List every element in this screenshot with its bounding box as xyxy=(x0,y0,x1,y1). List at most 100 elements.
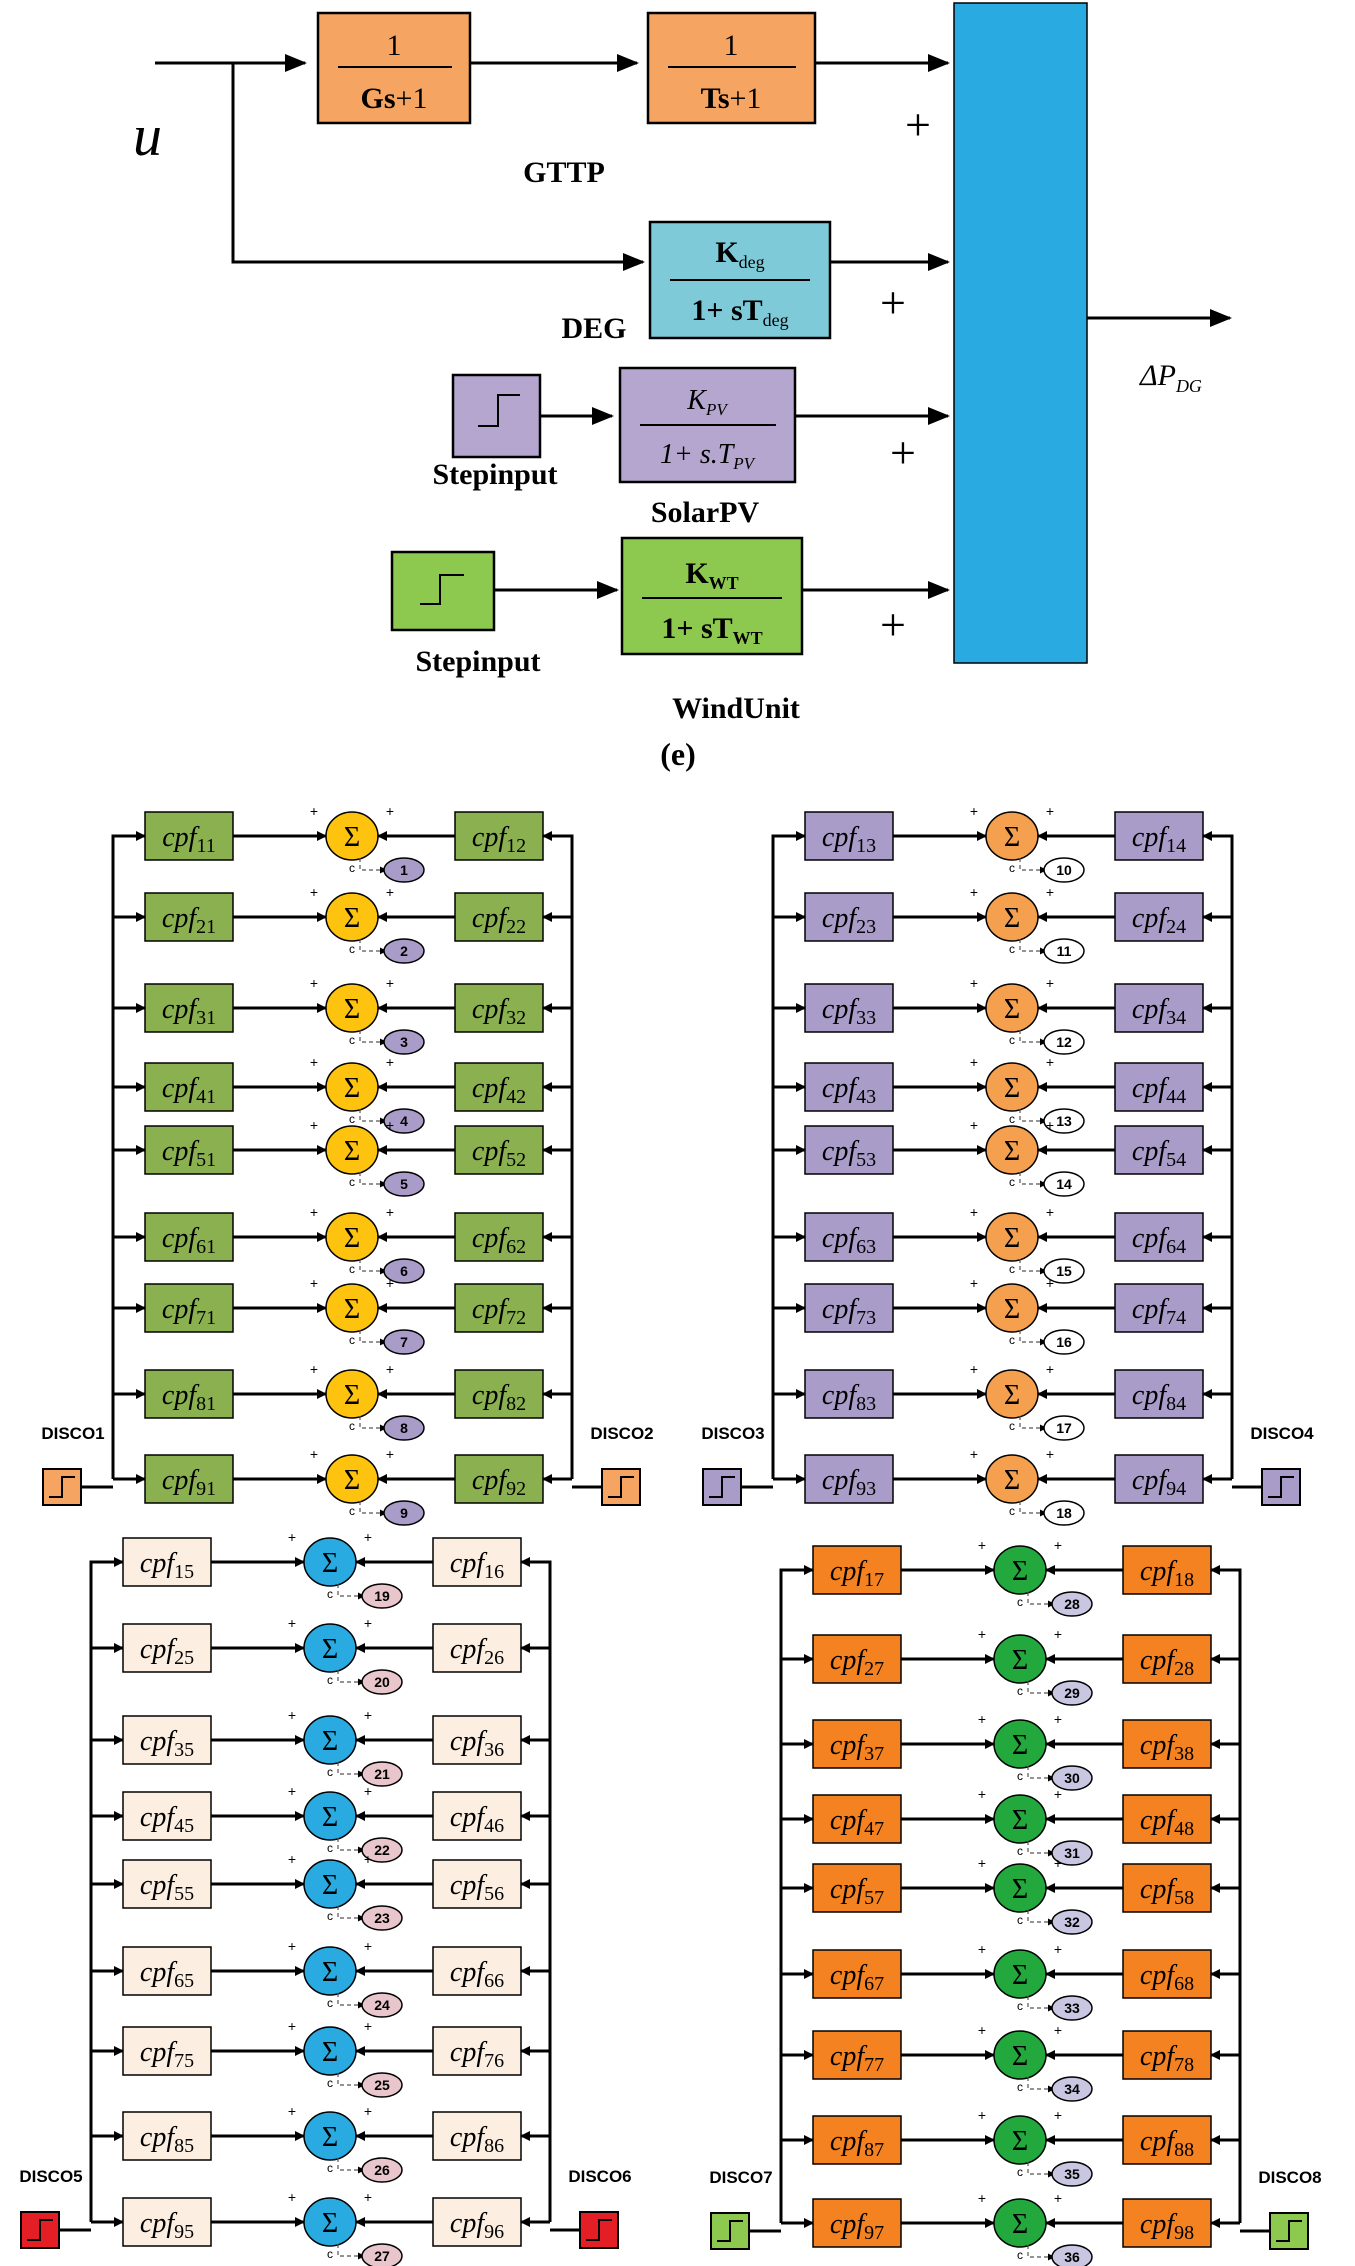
cpf-block-left xyxy=(812,1545,902,1595)
sum-junction xyxy=(303,1537,357,1587)
cpf-block-right xyxy=(1114,1062,1204,1112)
plus-right: + xyxy=(364,1615,372,1631)
output-port xyxy=(361,2243,403,2266)
output-port-number: 23 xyxy=(374,1910,390,1926)
c-label: c xyxy=(1009,1504,1015,1518)
disco-right-label: DISCO8 xyxy=(1258,2168,1321,2187)
sum-junction xyxy=(325,983,379,1033)
wind-unit-block xyxy=(620,536,804,656)
cpf-block-left xyxy=(804,1212,894,1262)
output-port-number: 25 xyxy=(374,2077,390,2093)
cpf-block-right xyxy=(432,2111,522,2161)
plus-right: + xyxy=(1046,1361,1054,1377)
sum-junction xyxy=(993,1794,1047,1844)
cpf-block-right xyxy=(432,1946,522,1996)
gttp-block-2-den: Ts+1 xyxy=(701,82,762,115)
plus-left: + xyxy=(970,1361,978,1377)
plus-left: + xyxy=(978,1855,986,1871)
cpf-block-left xyxy=(122,1859,212,1909)
cpf-right-label: cpf86 xyxy=(450,2122,504,2157)
cpf-block-right xyxy=(1122,1949,1212,1999)
plus-right: + xyxy=(364,1783,372,1799)
sum-junction xyxy=(993,1545,1047,1595)
plus-left: + xyxy=(310,1204,318,1220)
cpf-right-label: cpf44 xyxy=(1132,1073,1186,1108)
gttp-label: GTTP xyxy=(523,156,605,189)
cpf-block-right xyxy=(1122,2115,1212,2165)
cpf-block-left xyxy=(122,2111,212,2161)
cpf-left-label: cpf81 xyxy=(162,1380,216,1415)
disco-right-label: DISCO4 xyxy=(1250,1424,1314,1443)
output-port xyxy=(361,1669,403,1695)
sum-junction xyxy=(303,1623,357,1673)
output-port xyxy=(1051,1909,1093,1935)
output-port-number: 5 xyxy=(400,1176,408,1192)
sigma-symbol: Σ xyxy=(344,1465,360,1496)
step-input-1 xyxy=(451,373,542,459)
plus-left: + xyxy=(310,1117,318,1133)
plus-left: + xyxy=(978,1537,986,1553)
cpf-left-label: cpf25 xyxy=(140,1634,194,1669)
sum-junction xyxy=(325,1212,379,1262)
sum-junction xyxy=(325,1125,379,1175)
sigma-symbol: Σ xyxy=(344,1380,360,1411)
cpf-right-label: cpf26 xyxy=(450,1634,504,1669)
disco-left-label: DISCO7 xyxy=(709,2168,772,2187)
plus-left: + xyxy=(978,2022,986,2038)
cpf-right-label: cpf38 xyxy=(1140,1730,1194,1765)
plus-right: + xyxy=(1054,2190,1062,2206)
sum-junction xyxy=(303,1791,357,1841)
c-label: c xyxy=(327,1841,333,1855)
plus-right: + xyxy=(364,1529,372,1545)
cpf-right-label: cpf94 xyxy=(1132,1465,1186,1500)
output-port xyxy=(1051,2244,1093,2266)
c-label: c xyxy=(349,1262,355,1276)
c-label: c xyxy=(327,1765,333,1779)
cpf-block-right xyxy=(432,1537,522,1587)
cpf-left-label: cpf33 xyxy=(822,994,876,1029)
plus-left: + xyxy=(978,2107,986,2123)
plus-right: + xyxy=(1054,1626,1062,1642)
plus-right: + xyxy=(1046,1275,1054,1291)
output-port-number: 8 xyxy=(400,1420,408,1436)
cpf-right-label: cpf66 xyxy=(450,1957,504,1992)
plus-left: + xyxy=(978,1786,986,1802)
c-label: c xyxy=(327,1587,333,1601)
plus-right: + xyxy=(364,1938,372,1954)
cpf-block-right xyxy=(454,1212,544,1262)
plus-left: + xyxy=(310,884,318,900)
plus-left: + xyxy=(288,1529,296,1545)
output-port-number: 3 xyxy=(400,1034,408,1050)
sigma-symbol: Σ xyxy=(1012,1556,1028,1587)
cpf-block-left xyxy=(122,1946,212,1996)
sum-junction xyxy=(303,1715,357,1765)
cpf-block-left xyxy=(144,1212,234,1262)
sigma-symbol: Σ xyxy=(344,1073,360,1104)
output-port xyxy=(1043,1329,1085,1355)
left-bus xyxy=(89,1560,121,2222)
cpf-left-label: cpf23 xyxy=(822,903,876,938)
plus-left: + xyxy=(970,1446,978,1462)
cpf-block-left xyxy=(812,2030,902,2080)
plus-right: + xyxy=(1046,1446,1054,1462)
cpf-block-left xyxy=(804,1125,894,1175)
cpf-right-label: cpf68 xyxy=(1140,1960,1194,1995)
cpf-block-right xyxy=(454,1454,544,1504)
cpf-block-left xyxy=(804,983,894,1033)
sigma-symbol: Σ xyxy=(1004,994,1020,1025)
plus-right: + xyxy=(1054,1855,1062,1871)
c-label: c xyxy=(1017,1844,1023,1858)
sigma-symbol: Σ xyxy=(322,1870,338,1901)
cpf-right-label: cpf24 xyxy=(1132,903,1186,938)
cpf-right-label: cpf64 xyxy=(1132,1223,1186,1258)
sum-junction xyxy=(325,1369,379,1419)
